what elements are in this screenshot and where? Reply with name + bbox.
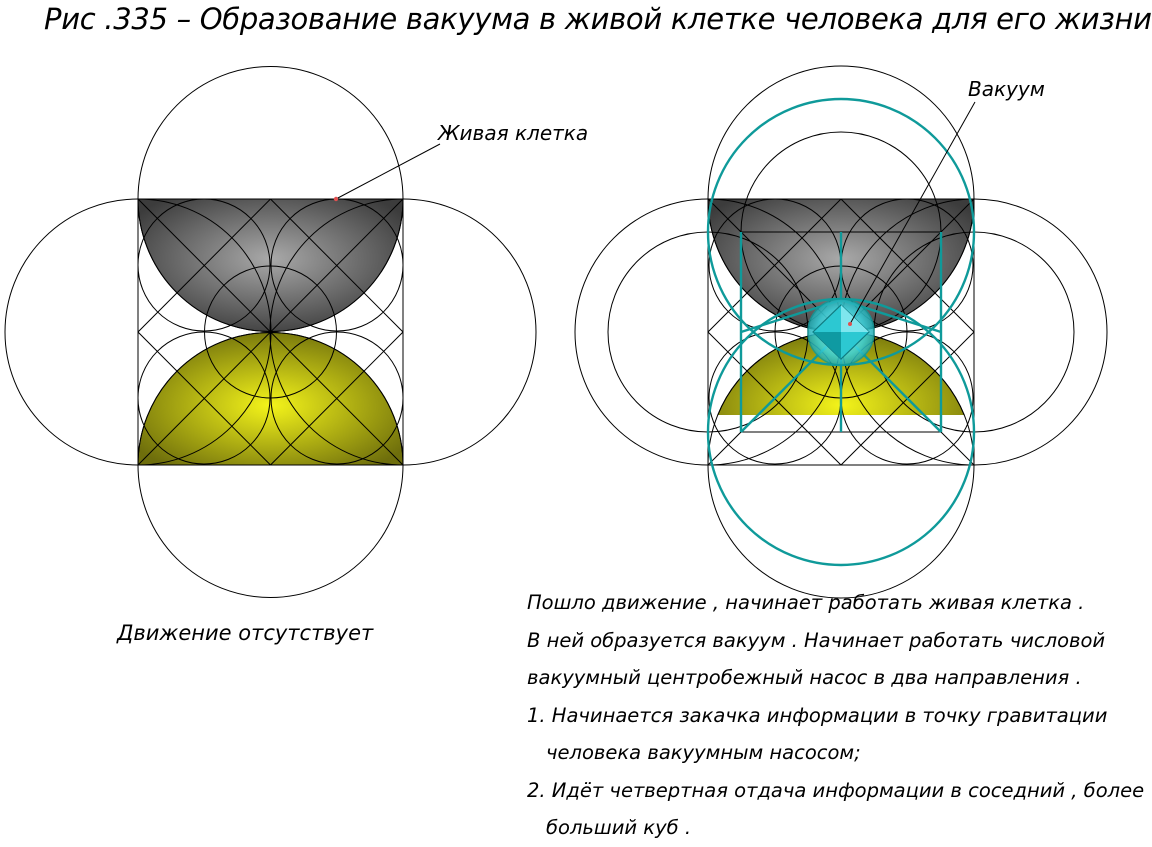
description-block: Пошло движение , начинает работать живая… [527,584,1144,847]
leader-marker [333,196,339,202]
figure-title: Рис .335 – Образование вакуума в живой к… [44,2,1152,36]
label-live-cell: Живая клетка [438,121,589,145]
label-vacuum: Вакуум [968,77,1045,101]
leader-live-cell [335,143,441,200]
yellow-dome-left [137,332,404,466]
caption-no-motion: Движение отсутствует [117,621,374,645]
gray-dome-left [137,198,404,332]
diagram-canvas [4,65,1108,599]
left-figure [4,66,537,598]
description-line: В ней образуется вакуум . Начинает работ… [527,628,1106,652]
right-figure [574,65,1108,599]
description-line: вакуумный центробежный насос в два напра… [527,666,1082,689]
leader-vacuum [849,101,976,325]
description-line: 1. Начинается закачка информации в точку… [527,703,1108,727]
description-line: больший куб . [546,816,692,839]
description-line: 2. Идёт четвертная отдача информации в с… [527,778,1145,802]
description-line: Пошло движение , начинает работать живая… [527,591,1085,614]
vacuum-core [807,298,875,366]
description-line: человека вакуумным насосом; [546,741,861,764]
